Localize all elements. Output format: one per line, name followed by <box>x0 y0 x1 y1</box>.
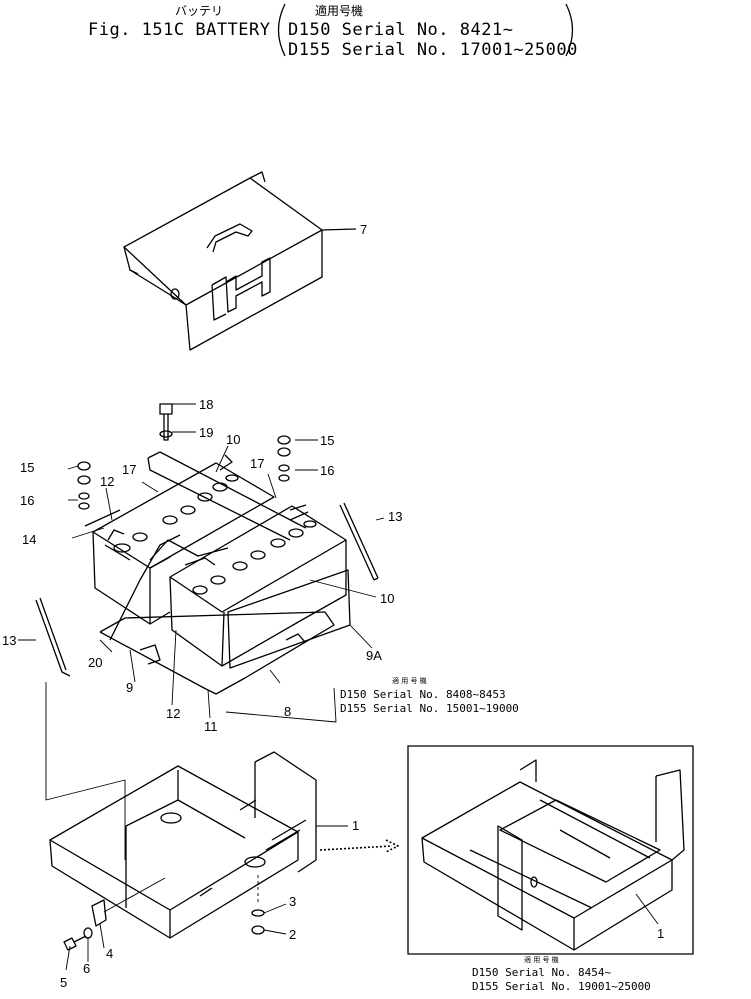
callout-3: 3 <box>289 894 297 909</box>
callout-20: 20 <box>88 655 103 670</box>
callout-17-left: 17 <box>122 462 137 477</box>
j-bolt-part13-left <box>35 597 71 677</box>
battery-mat-part8 <box>99 611 335 695</box>
callout-11: 11 <box>204 719 218 734</box>
callout-7: 7 <box>360 222 368 237</box>
callout-13-left: 13 <box>2 633 17 648</box>
note-bottom-jp: 適 用 号 機 <box>524 956 559 964</box>
callout-17-right: 17 <box>250 456 265 471</box>
callout-16-right: 16 <box>320 463 335 478</box>
callout-2: 2 <box>289 927 297 942</box>
battery-right <box>169 505 347 667</box>
callout-4: 4 <box>106 946 114 961</box>
nut-washer-stack-right <box>277 435 291 482</box>
note-mid-line1: D150 Serial No. 8408~8453 <box>340 688 506 701</box>
callout-14: 14 <box>22 532 37 547</box>
callout-6: 6 <box>83 961 91 976</box>
callout-10-top: 10 <box>226 432 241 447</box>
figure-title: Fig. 151C BATTERY <box>88 20 271 40</box>
bolt-part18 <box>159 403 173 441</box>
variant-arrow <box>319 839 399 853</box>
cable-part20 <box>109 534 181 641</box>
nut-part2 <box>251 925 265 935</box>
cable-part9 <box>149 539 229 561</box>
leader-lines <box>18 403 385 723</box>
note-mid-line2: D155 Serial No. 15001~19000 <box>340 702 519 715</box>
header-jp-applicable-models: 適用号機 <box>315 4 364 18</box>
header-serial-line-1: D150 Serial No. 8421~ <box>288 20 514 40</box>
nut-washer-stack-left <box>77 461 91 510</box>
variant-battery-box-part1 <box>421 759 685 951</box>
variant-box-frame <box>407 745 694 955</box>
callout-9: 9 <box>126 680 134 695</box>
callout-1-variant: 1 <box>657 926 665 941</box>
callout-19: 19 <box>199 425 214 440</box>
note-mid-jp: 適 用 号 機 <box>392 677 427 685</box>
callout-8: 8 <box>284 704 292 719</box>
washer-part19 <box>159 430 173 438</box>
bolt-part5 <box>63 935 87 951</box>
callout-12-top: 12 <box>100 474 115 489</box>
callout-5: 5 <box>60 975 68 990</box>
callout-18: 18 <box>199 397 214 412</box>
battery-box-part1 <box>49 751 317 939</box>
washer-part3 <box>251 909 265 917</box>
callout-15-left: 15 <box>20 460 35 475</box>
j-bolt-part13-right <box>339 502 379 581</box>
note-bottom-line2: D155 Serial No. 19001~25000 <box>472 980 651 993</box>
header-serial-line-2: D155 Serial No. 17001~25000 <box>288 40 578 60</box>
callout-12-bottom: 12 <box>166 706 181 721</box>
callout-10-right: 10 <box>380 591 395 606</box>
header-jp-part-name: バッテリ <box>175 4 224 18</box>
callout-1-main: 1 <box>352 818 360 833</box>
clamp-part4 <box>91 899 107 927</box>
callout-15-right: 15 <box>320 433 335 448</box>
callout-9a: 9A <box>366 648 382 663</box>
callout-13-right: 13 <box>388 509 403 524</box>
callout-16-left: 16 <box>20 493 35 508</box>
header-bracket-right <box>565 3 574 57</box>
battery-cover-part7 <box>123 171 357 351</box>
washer-part6 <box>83 927 93 939</box>
hold-down-bar-part10 <box>147 451 307 541</box>
note-bottom-line1: D150 Serial No. 8454~ <box>472 966 612 979</box>
header-bracket-left <box>277 3 286 57</box>
insulation-plate-part9a <box>227 569 351 669</box>
